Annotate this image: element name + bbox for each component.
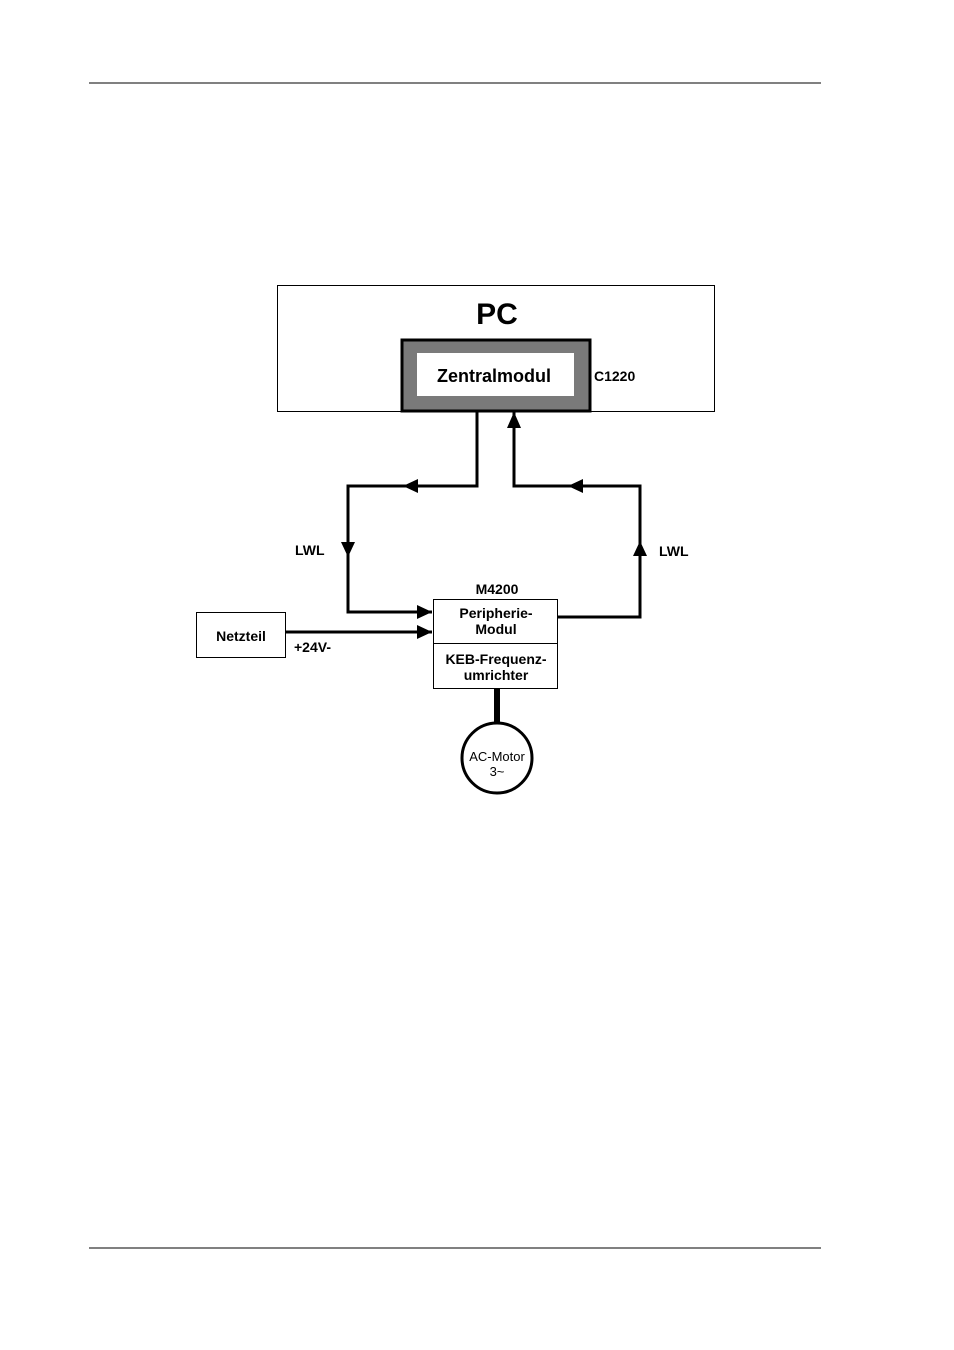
keb-frequenzumrichter-box <box>433 643 558 689</box>
lwl-right-label: LWL <box>659 543 689 559</box>
arrow-into-peripherie-power <box>417 625 432 639</box>
arrow-left-top <box>403 479 418 493</box>
arrow-left-down <box>341 542 355 557</box>
ac-motor-circle <box>460 721 534 795</box>
peripherie-line1: Peripherie- <box>459 605 532 621</box>
peripherie-line2: Modul <box>475 621 516 637</box>
motor-line1: AC-Motor <box>469 749 525 764</box>
motor-line2: 3~ <box>490 764 505 779</box>
voltage-label: +24V- <box>294 639 331 655</box>
keb-line2: umrichter <box>464 667 529 683</box>
zentralmodul-label: Zentralmodul <box>437 366 551 386</box>
m4200-label: M4200 <box>476 581 519 597</box>
arrow-right-top <box>568 479 583 493</box>
arrow-right-up <box>633 541 647 556</box>
arrow-into-pc <box>507 412 521 428</box>
netzteil-label: Netzteil <box>216 628 266 644</box>
lwl-right-line <box>512 412 642 619</box>
peripherie-modul-box <box>433 599 558 644</box>
zentralmodul-inner <box>417 353 574 396</box>
lwl-left-line <box>346 411 479 614</box>
keb-line1: KEB-Frequenz- <box>445 651 546 667</box>
pc-label: PC <box>476 298 518 331</box>
zentralmodul-code: C1220 <box>594 368 635 384</box>
lwl-left-label: LWL <box>295 542 325 558</box>
arrow-into-peripherie-top <box>417 605 432 619</box>
netzteil-box <box>196 612 286 658</box>
